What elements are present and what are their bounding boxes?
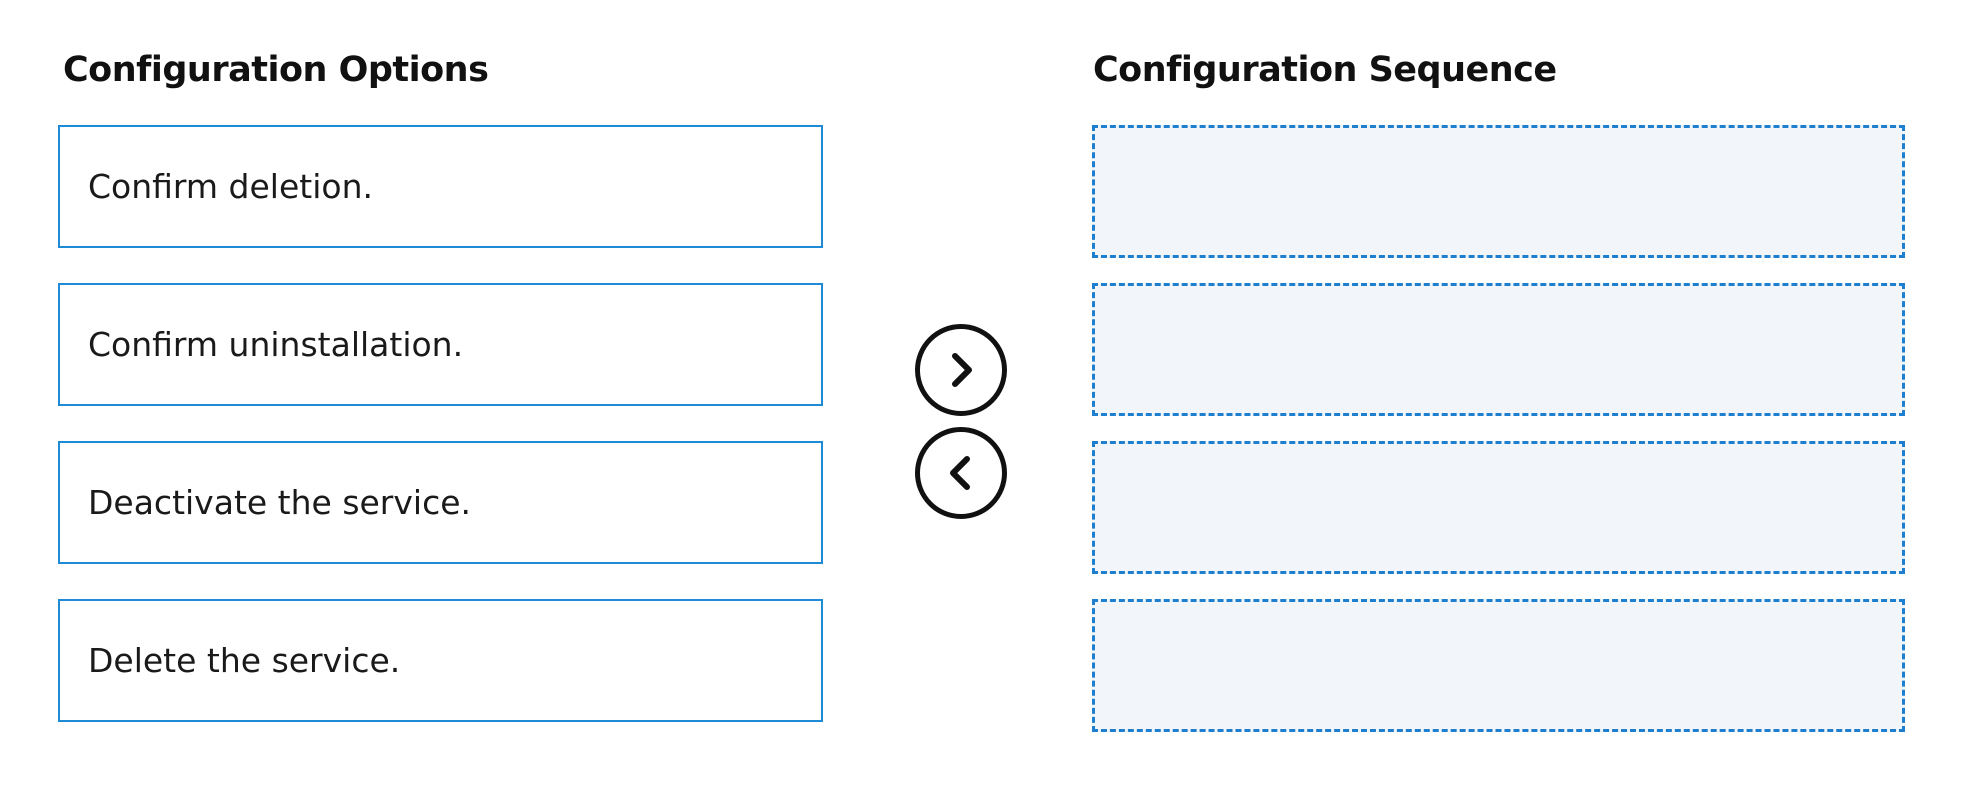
configuration-sequence-heading: Configuration Sequence xyxy=(1093,50,1557,90)
option-item-confirm-deletion[interactable]: Confirm deletion. xyxy=(58,125,823,248)
option-item-label: Confirm uninstallation. xyxy=(88,325,464,364)
option-item-label: Confirm deletion. xyxy=(88,167,373,206)
option-item-label: Delete the service. xyxy=(88,641,401,680)
configuration-options-list: Confirm deletion. Confirm uninstallation… xyxy=(58,125,823,757)
sequence-slot-3[interactable] xyxy=(1092,441,1905,574)
sequence-slot-4[interactable] xyxy=(1092,599,1905,732)
chevron-left-icon xyxy=(950,456,970,490)
move-right-button[interactable] xyxy=(915,324,1007,416)
move-left-button[interactable] xyxy=(915,427,1007,519)
sequence-slot-1[interactable] xyxy=(1092,125,1905,258)
option-item-deactivate-service[interactable]: Deactivate the service. xyxy=(58,441,823,564)
option-item-label: Deactivate the service. xyxy=(88,483,472,522)
sequence-slot-2[interactable] xyxy=(1092,283,1905,416)
configuration-options-heading: Configuration Options xyxy=(63,50,489,90)
option-item-confirm-uninstallation[interactable]: Confirm uninstallation. xyxy=(58,283,823,406)
configuration-sequence-list xyxy=(1092,125,1905,757)
chevron-right-icon xyxy=(952,353,972,387)
option-item-delete-service[interactable]: Delete the service. xyxy=(58,599,823,722)
